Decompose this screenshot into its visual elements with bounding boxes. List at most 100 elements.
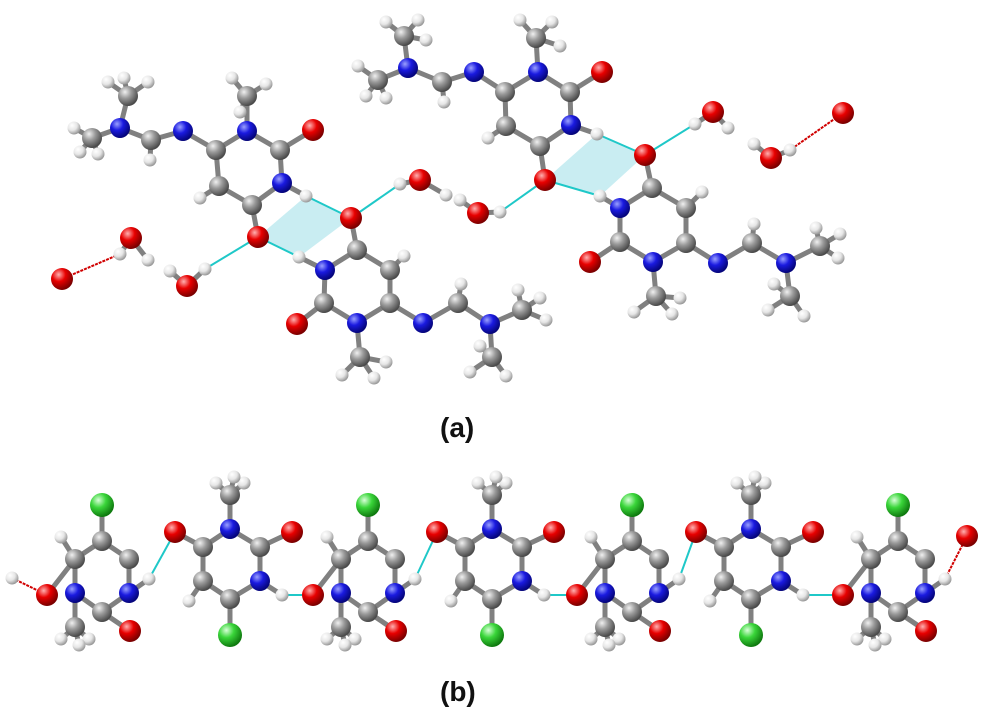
- hydrogen-atom: [437, 95, 451, 109]
- nitrogen-atom: [315, 260, 335, 280]
- carbon-atom: [646, 286, 666, 306]
- nitrogen-atom: [512, 571, 532, 591]
- carbon-atom: [780, 286, 800, 306]
- hydrogen-atom: [493, 205, 507, 219]
- hbond-ring-highlights: [258, 134, 645, 257]
- carbon-atom: [915, 549, 935, 569]
- hydrogen-atom: [198, 262, 212, 276]
- hydrogen-atom: [143, 153, 157, 167]
- carbon-atom: [380, 260, 400, 280]
- hydrogen-atom: [511, 283, 525, 297]
- nitrogen-atom: [331, 583, 351, 603]
- chlorine-atom: [886, 493, 910, 517]
- carbon-atom: [193, 537, 213, 557]
- hydrogen-atom: [227, 470, 241, 484]
- oxygen-atom: [302, 584, 324, 606]
- oxygen-atom: [566, 584, 588, 606]
- hydrogen-atom: [193, 191, 207, 205]
- hydrogen-atom: [453, 193, 467, 207]
- hydrogen-atom: [703, 594, 717, 608]
- oxygen-atom: [915, 620, 937, 642]
- carbon-atom: [495, 82, 515, 102]
- carbon-atom: [622, 602, 642, 622]
- hydrogen-atom: [141, 75, 155, 89]
- carbon-atom: [595, 617, 615, 637]
- chlorine-atom: [90, 493, 114, 517]
- carbon-atom: [385, 549, 405, 569]
- hydrogen-atom: [499, 369, 513, 383]
- carbon-atom: [560, 82, 580, 102]
- hydrogen-atom: [444, 594, 458, 608]
- carbon-atom: [380, 293, 400, 313]
- carbon-atom: [482, 589, 502, 609]
- hydrogen-atom: [117, 71, 131, 85]
- nitrogen-atom: [398, 58, 418, 78]
- hydrogen-atom: [602, 638, 616, 652]
- hydrogen-atom: [320, 632, 334, 646]
- carbon-atom: [119, 549, 139, 569]
- nitrogen-atom: [708, 253, 728, 273]
- hydrogen-atom: [471, 476, 485, 490]
- hydrogen-atom: [379, 355, 393, 369]
- nitrogen-atom: [649, 583, 669, 603]
- hbond-ring-highlight: [545, 134, 645, 196]
- nitrogen-atom: [861, 583, 881, 603]
- carbon-atom: [118, 86, 138, 106]
- carbon-atom: [455, 537, 475, 557]
- carbon-atom: [82, 128, 102, 148]
- hydrogen-atom: [850, 530, 864, 544]
- oxygen-atom: [760, 147, 782, 169]
- carbon-atom: [237, 86, 257, 106]
- carbon-atom: [250, 537, 270, 557]
- hydrogen-atom: [539, 313, 553, 327]
- carbon-atom: [595, 549, 615, 569]
- carbon-atom: [676, 233, 696, 253]
- carbon-atom: [314, 293, 334, 313]
- carbon-atom: [65, 617, 85, 637]
- hydrogen-atom: [237, 476, 251, 490]
- hydrogen-atom: [141, 253, 155, 267]
- hydrogen-atom: [348, 632, 362, 646]
- hydrogen-atom: [233, 105, 247, 119]
- hydrogen-atom: [259, 77, 273, 91]
- carbon-atom: [771, 537, 791, 557]
- carbon-atom: [622, 531, 642, 551]
- chlorine-atom: [739, 623, 763, 647]
- nitrogen-atom: [413, 313, 433, 333]
- hydrogen-atom: [397, 249, 411, 263]
- hydrogen-atom: [113, 247, 127, 261]
- carbon-atom: [742, 233, 762, 253]
- nitrogen-atom: [561, 115, 581, 135]
- nitrogen-atom: [643, 252, 663, 272]
- hydrogen-atom: [359, 89, 373, 103]
- hydrogen-atom: [351, 59, 365, 73]
- hydrogen-atom: [439, 188, 453, 202]
- oxygen-atom: [409, 169, 431, 191]
- oxygen-atom: [176, 275, 198, 297]
- oxygen-atom: [247, 226, 269, 248]
- nitrogen-atom: [237, 121, 257, 141]
- oxygen-atom: [164, 521, 186, 543]
- hydrogen-atom: [553, 39, 567, 53]
- nitrogen-atom: [464, 62, 484, 82]
- carbon-atom: [642, 178, 662, 198]
- hydrogen-atom: [67, 121, 81, 135]
- oxygen-atom: [286, 313, 308, 335]
- carbon-atom: [512, 537, 532, 557]
- hydrogen-atom: [545, 15, 559, 29]
- carbon-atom: [676, 198, 696, 218]
- nitrogen-atom: [110, 118, 130, 138]
- hbond-ring-highlight: [258, 196, 351, 257]
- oxygen-atom: [802, 521, 824, 543]
- hydrogen-atom: [672, 572, 686, 586]
- bonds-layer: [44, 17, 948, 648]
- hydrogen-atom: [335, 368, 349, 382]
- carbon-atom: [482, 347, 502, 367]
- nitrogen-atom: [776, 253, 796, 273]
- nitrogen-atom: [119, 583, 139, 603]
- carbon-atom: [861, 549, 881, 569]
- carbon-atom: [358, 602, 378, 622]
- hydrogen-atom: [54, 530, 68, 544]
- hydrogen-atom: [767, 277, 781, 291]
